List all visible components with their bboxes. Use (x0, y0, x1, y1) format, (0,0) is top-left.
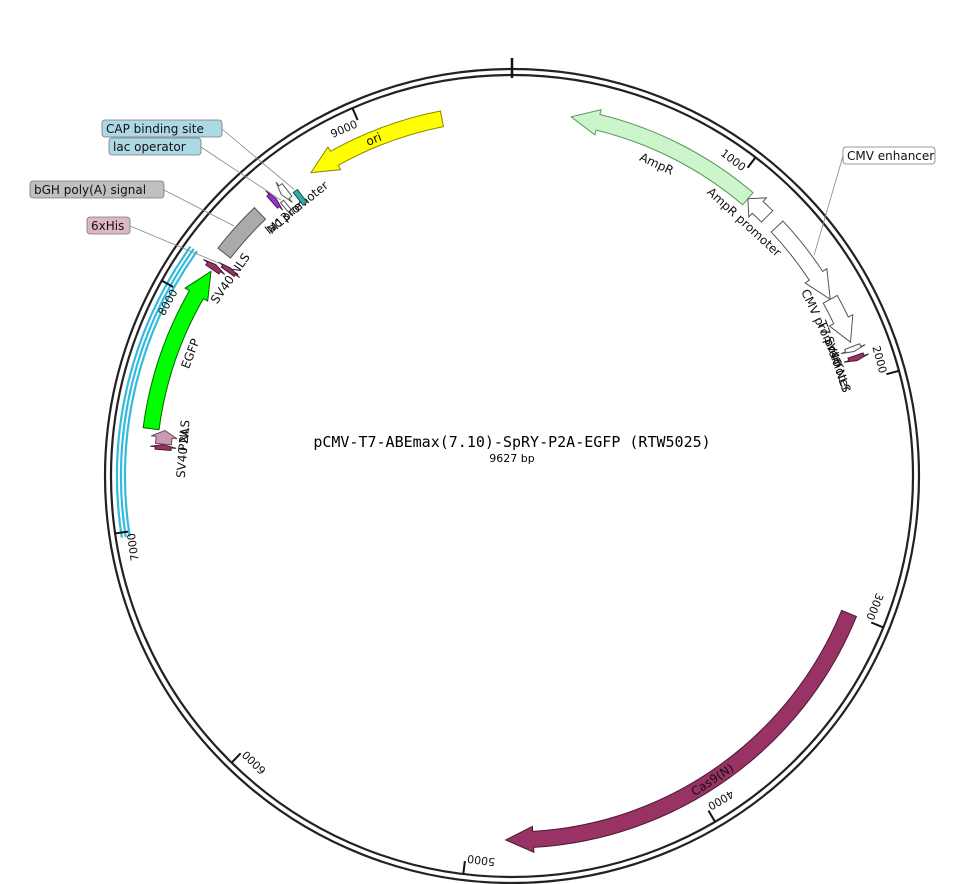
cap-binding-box[interactable] (292, 188, 308, 206)
sv40-nls-3-arrow[interactable] (203, 259, 226, 275)
sv40-nls-2-arrow[interactable] (150, 444, 177, 451)
callout-cmv-enhancer: CMV enhancer (847, 149, 934, 163)
bgh-polya-box[interactable] (217, 206, 267, 259)
highlight-band-0 (115, 245, 192, 538)
callout-bgh-polya: bGH poly(A) signal (34, 183, 146, 197)
callout-cmv-enhancer-box[interactable] (842, 146, 936, 165)
tick-label-7000: 7000 (125, 532, 142, 562)
callout-6xhis: 6xHis (91, 219, 124, 233)
lac-promoter-arrow[interactable] (275, 181, 293, 203)
callout-bgh-polya-box[interactable] (29, 180, 165, 199)
lac-operator-box[interactable] (279, 199, 295, 216)
callout-cmv-enhancer-leader (813, 155, 844, 256)
sv40-nls-1-arrow[interactable] (843, 352, 869, 363)
tick-mark-8000 (161, 279, 174, 288)
tick-mark-1000 (746, 156, 757, 169)
sv40-nls-2-label: SV40 NLS (174, 419, 193, 478)
t7-promoter-arrow[interactable] (840, 343, 866, 355)
plasmid-length: 9627 bp (489, 452, 534, 465)
sv40-nls-1-label: SV40 NLS (821, 335, 853, 395)
cmv-promoter-arrow[interactable] (822, 294, 854, 344)
callout-cap-binding-site-leader (221, 128, 295, 190)
callout-lac-operator-box[interactable] (108, 137, 202, 156)
callout-cap-binding-site: CAP binding site (106, 122, 204, 136)
cas9n-arrow[interactable] (504, 609, 858, 854)
tick-mark-7000 (114, 530, 129, 535)
egfp-arrow[interactable] (142, 270, 212, 431)
tick-mark-4000 (707, 810, 716, 823)
tick-label-6000: 6000 (240, 748, 269, 777)
tick-mark-6000 (230, 752, 242, 764)
backbone-ring (104, 58, 920, 884)
p2a-label: P2A (176, 426, 193, 451)
highlight-band-2 (123, 250, 198, 537)
p2a-arrow[interactable] (151, 429, 178, 446)
ori-arrow[interactable] (309, 110, 445, 174)
selection-highlight (115, 245, 198, 538)
cmv-enhancer-arrow[interactable] (770, 220, 831, 301)
callout-lac-operator: lac operator (113, 140, 186, 154)
tick-label-9000: 9000 (329, 118, 360, 141)
plasmid-name: pCMV-T7-ABEmax(7.10)-SpRY-P2A-EGFP (RTW5… (313, 433, 710, 451)
ampr-promoter-arrow[interactable] (747, 197, 774, 223)
callout-bgh-polya-leader (163, 189, 235, 227)
callout-6xhis-leader (129, 225, 222, 265)
sv40-nls-3-label: SV40 NLS (208, 251, 253, 307)
tick-label-3000: 3000 (863, 591, 886, 622)
tick-mark-9000 (351, 107, 359, 121)
lac-promoter-label: lac promoter (262, 178, 331, 237)
m13-rev-arrow[interactable] (265, 190, 284, 211)
callout-labels: CAP binding site lac operator bGH poly(A) … (29, 119, 936, 265)
tick-label-2000: 2000 (869, 344, 889, 374)
callout-6xhis-box[interactable] (86, 216, 131, 235)
tick-mark-3000 (870, 621, 884, 629)
highlight-band-1 (119, 248, 195, 538)
tick-label-8000: 8000 (155, 287, 180, 318)
6xhis-arrow[interactable] (218, 261, 240, 278)
tick-mark-5000 (462, 861, 466, 875)
callout-lac-operator-leader (200, 146, 282, 201)
callout-cap-binding-site-box[interactable] (101, 119, 223, 138)
ori-label: ori (364, 130, 384, 149)
tick-mark-2000 (886, 369, 900, 376)
tick-label-5000: 5000 (466, 852, 495, 868)
